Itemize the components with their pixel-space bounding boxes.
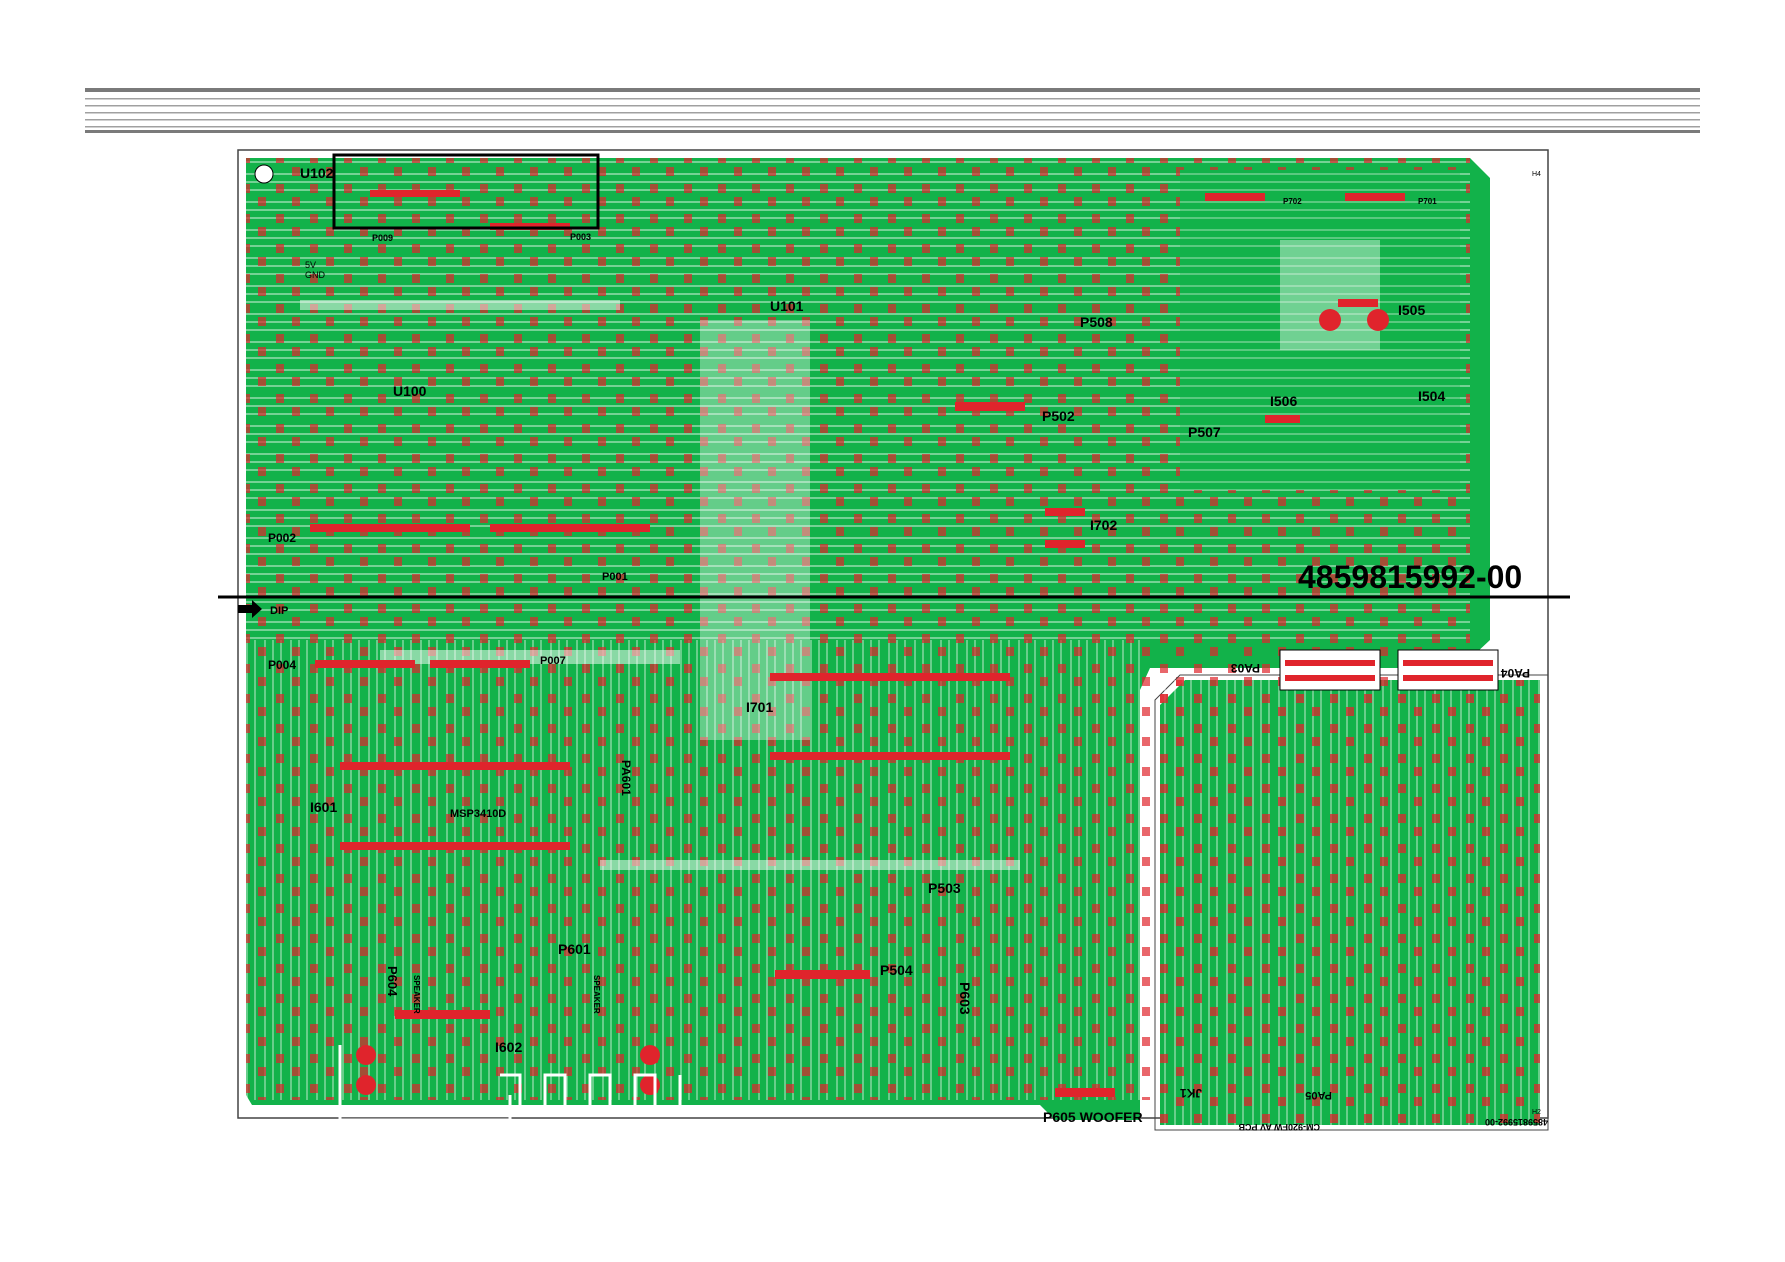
av-board-outline [1154,674,1549,1131]
label-u100: U100 [393,383,427,399]
label-u101: U101 [770,298,804,314]
label-p004: P004 [268,658,296,672]
label-p504: P504 [880,962,913,978]
label-p604: P604 [385,966,400,997]
label-i506: I506 [1270,393,1297,409]
label-p502: P502 [1042,408,1075,424]
dip-arrow-icon [238,600,262,618]
ic-pin-rows [310,190,1405,1097]
av-board-name: CM-920FW AV PCB [1238,1122,1320,1132]
marker-h4: H4 [1532,171,1541,178]
av-label-pa05: PA05 [1305,1089,1332,1101]
label-i505: I505 [1398,302,1425,318]
av-label-pa04: PA04 [1501,666,1530,680]
label-msp3410d: MSP3410D [450,808,506,820]
board-part-number: 4859815992-00 [1298,559,1522,595]
av-part-number: 4859815992-00 [1485,1117,1548,1127]
label-gnd: GND [305,270,326,280]
label-p003: P003 [570,232,591,242]
label-p603: P603 [957,982,973,1015]
label-i504: I504 [1418,388,1445,404]
av-label-pa03: PA03 [1231,661,1260,675]
label-speaker-right: SPEAKER [592,975,601,1014]
hl-marker-icon [254,164,274,184]
marker-h2: H2 [1532,1109,1541,1116]
heatsink-region [338,1045,682,1122]
label-pa601: PA601 [619,760,633,796]
label-p508: P508 [1080,314,1113,330]
label-p503: P503 [928,880,961,896]
label-p702: P702 [1283,197,1302,206]
label-p002: P002 [268,531,296,545]
header-rule-lines [85,88,1700,133]
label-i601: I601 [310,799,337,815]
label-p601: P601 [558,941,591,957]
label-u102: U102 [300,165,334,181]
label-i701: I701 [746,699,773,715]
label-p007: P007 [540,655,566,667]
label-i602: I602 [495,1039,522,1055]
label-5v: 5V [305,260,316,270]
av-label-jk1: JK1 [1180,1086,1202,1100]
label-p605-woofer: P605 WOOFER [1043,1109,1143,1125]
label-i702: I702 [1090,517,1117,533]
label-p009: P009 [372,233,393,243]
dip-marker: DIP [270,605,288,617]
label-speaker-left: SPEAKER [412,975,421,1014]
label-p001: P001 [602,571,628,583]
u102-highlight-box [332,153,600,230]
label-p507: P507 [1188,424,1221,440]
label-p701: P701 [1418,197,1437,206]
